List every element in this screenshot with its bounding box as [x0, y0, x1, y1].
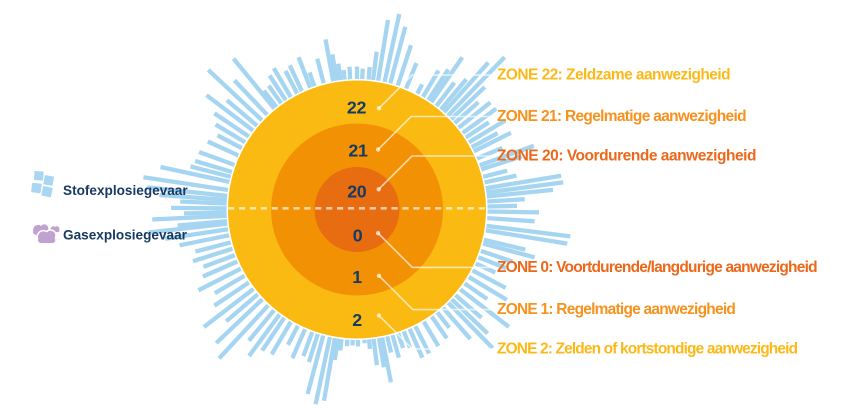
- svg-text:Gasexplosiegevaar: Gasexplosiegevaar: [63, 228, 188, 243]
- svg-text:ZONE 20: Voordurende aanwezigh: ZONE 20: Voordurende aanwezigheid: [497, 148, 756, 165]
- svg-text:21: 21: [348, 140, 368, 160]
- svg-text:ZONE 22: Zeldzame aanwezigheid: ZONE 22: Zeldzame aanwezigheid: [497, 67, 730, 84]
- svg-text:0: 0: [353, 226, 363, 246]
- svg-text:ZONE 0: Voortdurende/langdurig: ZONE 0: Voortdurende/langdurige aanwezig…: [497, 259, 817, 276]
- svg-text:1: 1: [352, 267, 362, 287]
- svg-text:20: 20: [347, 182, 367, 202]
- svg-text:22: 22: [347, 98, 367, 118]
- svg-text:ZONE 2: Zelden of kortstondige: ZONE 2: Zelden of kortstondige aanwezigh…: [497, 340, 798, 357]
- svg-text:2: 2: [352, 310, 362, 330]
- svg-text:ZONE 21: Regelmatige aanwezigh: ZONE 21: Regelmatige aanwezigheid: [497, 108, 746, 125]
- svg-text:ZONE 1: Regelmatige aanwezighe: ZONE 1: Regelmatige aanwezigheid: [497, 301, 735, 318]
- svg-text:Stofexplosiegevaar: Stofexplosiegevaar: [63, 183, 188, 198]
